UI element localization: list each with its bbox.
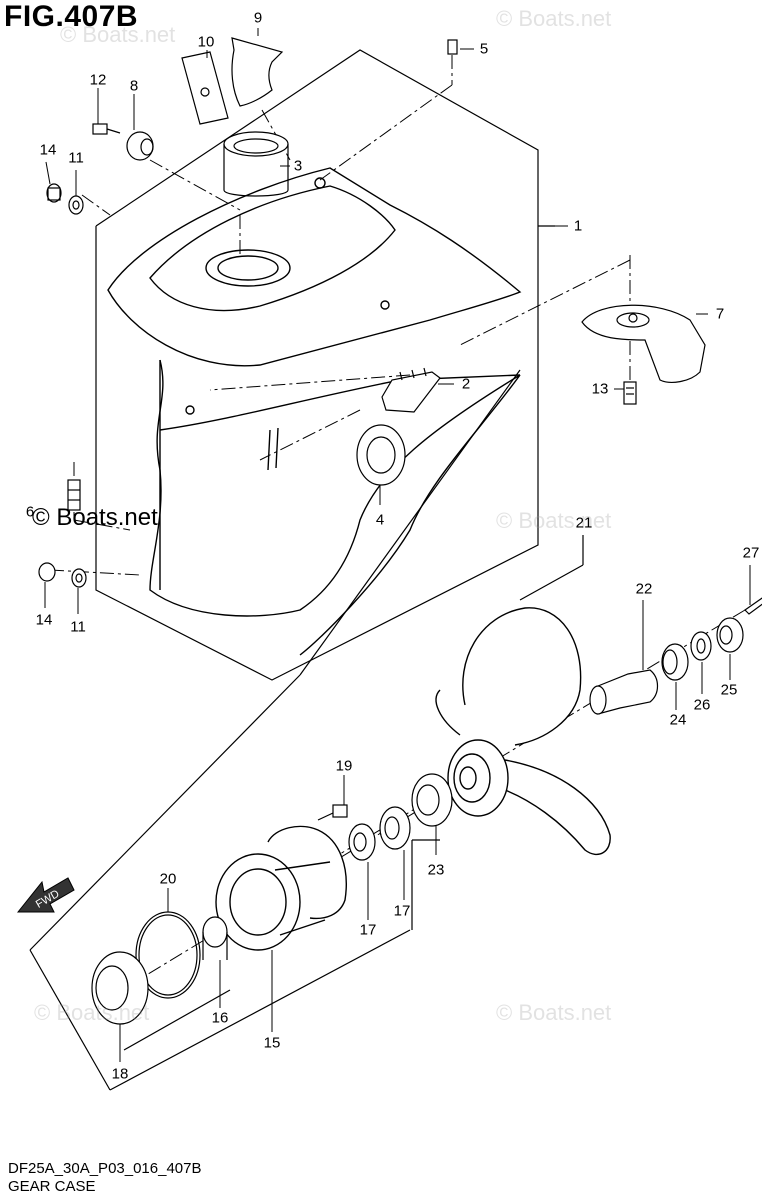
part-27-cotter-pin [744,597,762,615]
figure-title: FIG.407B [4,0,139,33]
callout-7[interactable]: 7 [715,305,725,323]
part-3-bearing [223,131,289,197]
part-15-housing [215,825,347,951]
callout-16[interactable]: 16 [211,1009,229,1027]
callout-8[interactable]: 8 [129,77,139,95]
callout-15[interactable]: 15 [263,1034,281,1052]
callout-13[interactable]: 13 [591,380,609,398]
gear-case-body [107,167,522,656]
part-2-anode [381,367,441,413]
callout-1[interactable]: 1 [573,217,583,235]
callout-27[interactable]: 27 [742,544,760,562]
callout-17-a[interactable]: 17 [393,902,411,920]
propeller-assembly-outline [29,369,584,1091]
watermark: © Boats.net [496,6,612,31]
part-17-seal-b [348,823,376,861]
callout-14-upper[interactable]: 14 [39,141,57,159]
part-7-trim-tab [581,304,706,383]
part-6-fitting [67,479,81,511]
callout-14-lower[interactable]: 14 [35,611,53,629]
figure-caption: GEAR CASE [8,1178,96,1195]
part-21-propeller [435,607,611,855]
callout-12[interactable]: 12 [89,71,107,89]
part-16-bearing [202,916,228,960]
callout-9[interactable]: 9 [253,9,263,27]
part-10-bracket [181,51,229,125]
forward-direction-arrow: FWD [16,877,75,913]
watermark-highlighted: © Boats.net [32,504,158,531]
callout-4[interactable]: 4 [375,511,385,529]
callout-3[interactable]: 3 [293,157,303,175]
callout-17-b[interactable]: 17 [359,921,377,939]
callout-18[interactable]: 18 [111,1065,129,1083]
callout-23[interactable]: 23 [427,861,445,879]
part-8-grommet [126,131,154,161]
part-26-washer [690,631,712,661]
part-14-plug-lower [38,562,56,582]
callout-2[interactable]: 2 [461,375,471,393]
part-11-washer-lower [71,568,87,588]
part-14-plug-upper [46,183,62,203]
part-23-thrust-washer [411,773,453,827]
watermark: © Boats.net [496,1000,612,1025]
watermark: © Boats.net [496,508,612,533]
callout-6[interactable]: 6 [25,503,35,521]
callout-24[interactable]: 24 [669,711,687,729]
figure-code: DF25A_30A_P03_016_407B [8,1160,202,1177]
callout-25[interactable]: 25 [720,681,738,699]
part-9-plate [231,37,284,107]
watermark: © Boats.net [60,22,176,47]
housing-outline-box [95,49,555,681]
callout-26[interactable]: 26 [693,696,711,714]
part-17-seal-a [379,806,411,850]
part-24-washer [661,643,689,681]
callout-11-upper[interactable]: 11 [68,149,84,167]
callout-leaders [44,28,751,1062]
watermark: © Boats.net [34,1000,150,1025]
callout-20[interactable]: 20 [159,870,177,888]
part-13-bolt [623,381,637,405]
part-25-nut [716,617,744,653]
part-12-bolt [92,123,121,135]
part-4-seal [356,424,406,486]
callout-22[interactable]: 22 [635,580,653,598]
callout-11-lower[interactable]: 11 [70,618,86,636]
callout-5[interactable]: 5 [479,40,489,58]
callout-21[interactable]: 21 [575,514,593,532]
callout-10[interactable]: 10 [197,33,215,51]
part-5-pin [447,39,458,55]
part-11-washer-upper [68,195,84,215]
part-19-bolt [317,804,348,821]
callout-19[interactable]: 19 [335,757,353,775]
part-22-spacer [589,669,659,715]
